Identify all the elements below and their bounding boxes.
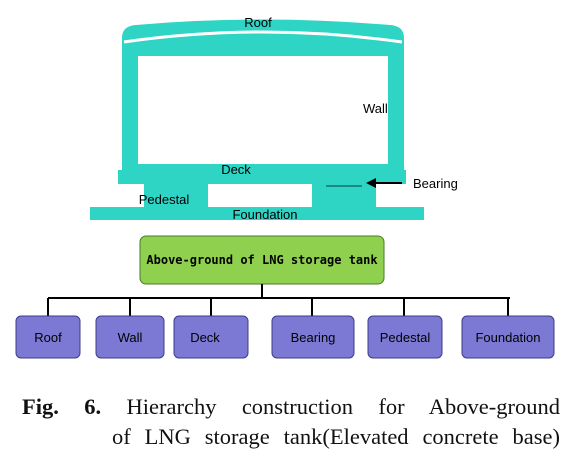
bearing-arrowhead: [366, 178, 376, 188]
label-wall: Wall: [363, 101, 388, 116]
child-node-label: Foundation: [475, 330, 540, 345]
hierarchy-tree: Above-ground of LNG storage tank Roof Wa…: [15, 235, 555, 359]
tank-wall: [122, 19, 404, 180]
tank-pedestal-right: [312, 184, 376, 208]
root-node: Above-ground of LNG storage tank: [139, 235, 385, 285]
child-node-label: Roof: [34, 330, 62, 345]
caption-label: Fig. 6.: [22, 394, 102, 419]
child-node-wall: Wall: [95, 315, 165, 359]
tank-roof: [123, 30, 403, 44]
label-bearing: Bearing: [413, 176, 458, 191]
tank-foundation: [90, 207, 424, 220]
tank-structure: Roof Wall Deck Bearing Pedestal Foundati…: [90, 15, 458, 222]
tank-pedestal-left: [144, 184, 208, 208]
child-node-label: Deck: [190, 330, 220, 345]
child-node-label: Wall: [118, 330, 143, 345]
label-roof: Roof: [244, 15, 272, 30]
connectors: [47, 284, 510, 316]
child-node-deck: Deck: [173, 315, 249, 359]
caption-line-2: of LNG storage tank(Elevated concrete ba…: [112, 422, 560, 452]
tank-deck: [118, 170, 406, 184]
child-node-roof: Roof: [15, 315, 81, 359]
child-node-pedestal: Pedestal: [367, 315, 443, 359]
caption-text-2: of LNG storage tank(Elevated concrete ba…: [112, 424, 560, 449]
child-node-label: Pedestal: [380, 330, 431, 345]
child-node-foundation: Foundation: [461, 315, 555, 359]
label-foundation: Foundation: [232, 207, 297, 222]
label-deck: Deck: [221, 162, 251, 177]
child-node-bearing: Bearing: [271, 315, 355, 359]
caption-text-1: Hierarchy construction for Above-ground: [126, 394, 561, 419]
root-node-label: Above-ground of LNG storage tank: [146, 253, 378, 267]
lng-tank-diagram: Roof Wall Deck Bearing Pedestal Foundati…: [15, 15, 555, 359]
child-node-label: Bearing: [291, 330, 336, 345]
label-pedestal: Pedestal: [139, 192, 190, 207]
caption-line-1: Fig. 6. Hierarchy construction for Above…: [22, 392, 560, 422]
